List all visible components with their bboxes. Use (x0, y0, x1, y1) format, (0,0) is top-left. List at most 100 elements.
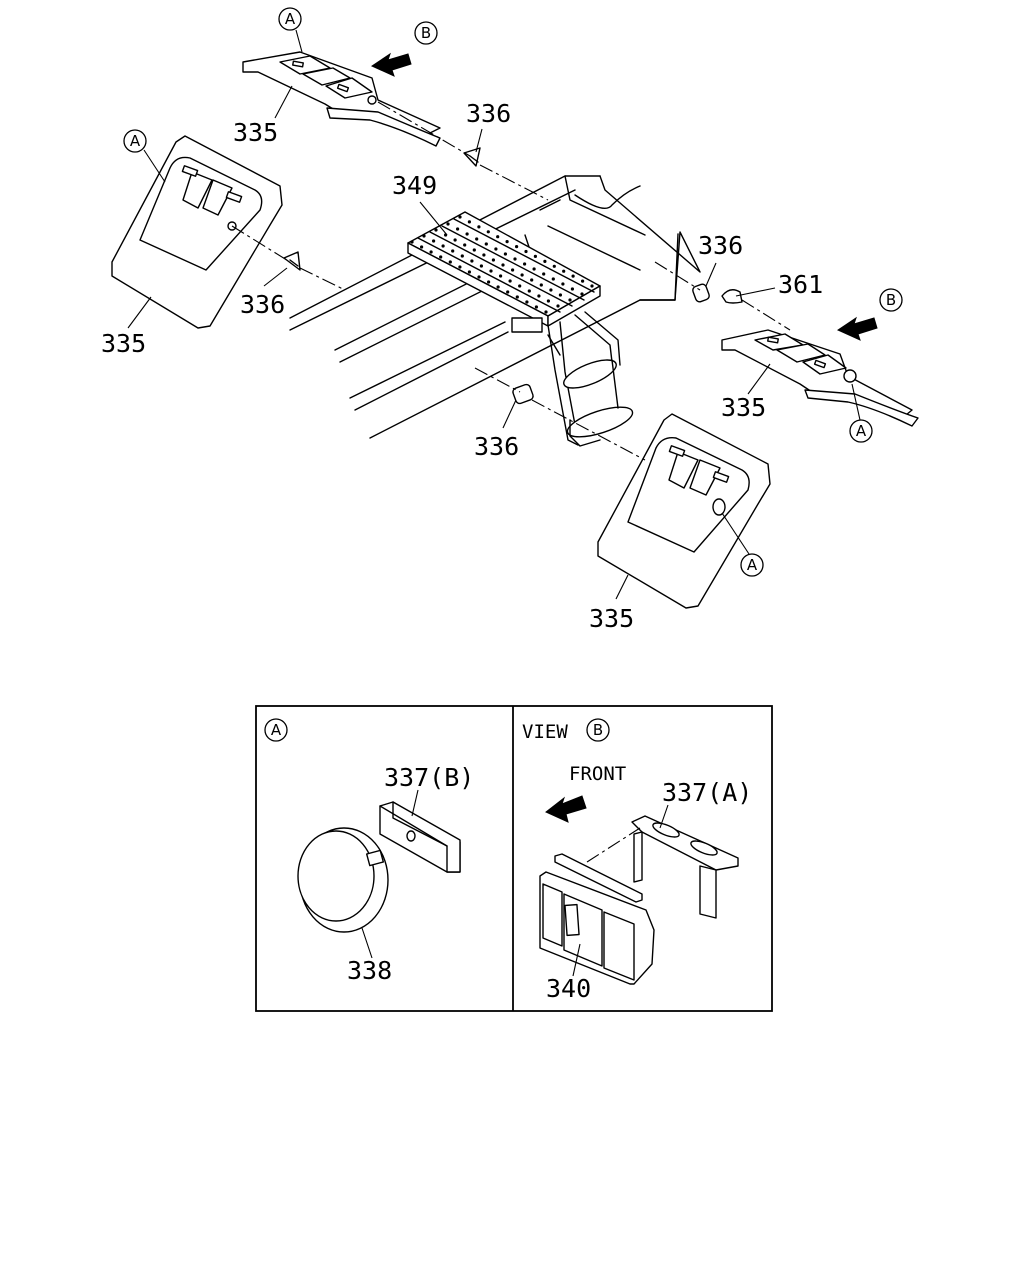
svg-text:A: A (130, 132, 141, 150)
step-perforation (420, 245, 424, 249)
step-perforation (506, 290, 510, 294)
step-perforation (463, 243, 467, 247)
step-perforation (432, 239, 436, 243)
label-336-bottom: 336 (474, 432, 519, 461)
step-perforation (581, 279, 585, 283)
step-perforation (487, 280, 491, 284)
lamp-340 (539, 853, 655, 985)
step-perforation (501, 263, 505, 267)
step-perforation (571, 274, 575, 278)
step-perforation (562, 269, 566, 273)
step-perforation (470, 259, 474, 263)
step-perforation (496, 285, 500, 289)
label-336-top: 336 (466, 99, 511, 128)
step-perforation (441, 244, 445, 248)
step-perforation (520, 273, 524, 277)
step-perforation (499, 274, 503, 278)
step-perforation (590, 284, 594, 288)
svg-text:B: B (421, 24, 431, 42)
step-perforation (523, 262, 527, 266)
step-assembly (407, 211, 634, 447)
step-perforation (494, 247, 498, 251)
step-perforation (532, 267, 536, 271)
label-336-right: 336 (698, 231, 743, 260)
callout-a-top: A (278, 7, 302, 31)
step-perforation (570, 287, 575, 291)
mudflap-left (111, 135, 283, 329)
step-perforation (537, 294, 541, 298)
step-perforation (515, 245, 519, 249)
step-perforation (525, 300, 529, 304)
step-perforation (434, 228, 438, 232)
svg-text:A: A (285, 10, 296, 28)
step-perforation (543, 259, 547, 263)
front-arrow (545, 795, 587, 823)
label-335-right-mudflap: 335 (589, 604, 634, 633)
leader-lines (127, 29, 861, 600)
svg-text:B: B (886, 291, 896, 309)
step-perforation (558, 293, 563, 297)
callout-a-left: A (123, 129, 147, 153)
step-perforation (467, 270, 471, 274)
mudguard-bracket-upper-left (242, 51, 441, 147)
step-perforation (489, 269, 493, 273)
label-335-upper-left: 335 (233, 118, 278, 147)
label-349: 349 (392, 171, 437, 200)
step-perforation (486, 230, 490, 234)
step-perforation (491, 258, 495, 262)
step-perforation (546, 299, 551, 303)
step-perforation (479, 264, 483, 268)
label-338: 338 (347, 956, 392, 985)
mudflap-right (597, 413, 771, 609)
front-label: FRONT (569, 763, 626, 785)
step-perforation (515, 295, 519, 299)
assembly-lines (231, 101, 791, 461)
step-perforation (465, 232, 469, 236)
step-perforation (460, 254, 464, 258)
step-perforation (410, 240, 414, 244)
step-perforation (527, 289, 531, 293)
clip-336-top (463, 147, 481, 167)
step-perforation (472, 248, 476, 252)
mudguard-bracket-upper-right (721, 329, 919, 427)
step-perforation (458, 265, 462, 269)
bracket-337a (631, 815, 739, 919)
view-b-panel: VIEW B FRONT 337(A) 340 (522, 718, 752, 1003)
label-337a: 337(A) (662, 778, 752, 807)
bracket-337b (379, 801, 461, 873)
step-perforation (496, 235, 500, 239)
callout-a-right-bracket: A (849, 419, 873, 443)
step-perforation (453, 238, 457, 242)
chassis-frame (289, 175, 701, 439)
label-337b: 337(B) (384, 763, 474, 792)
step-perforation (505, 240, 509, 244)
clip-336-left (283, 251, 301, 271)
step-perforation (477, 225, 481, 229)
step-perforation (580, 292, 584, 296)
step-perforation (510, 268, 515, 272)
step-perforation (544, 310, 548, 314)
step-perforation (456, 227, 460, 231)
step-perforation (482, 253, 486, 257)
callout-b-top: B (414, 21, 438, 45)
step-perforation (484, 242, 488, 246)
callout-b-view: B (586, 718, 610, 742)
step-perforation (549, 288, 553, 292)
step-perforation (539, 283, 543, 287)
step-perforation (556, 304, 560, 308)
label-340: 340 (546, 974, 591, 1003)
callout-a-detail: A (264, 718, 288, 742)
callout-b-right: B (879, 288, 903, 312)
view-label: VIEW (522, 721, 568, 743)
reflector-338 (297, 827, 389, 933)
step-perforation (467, 220, 471, 224)
step-perforation (518, 284, 522, 288)
detail-a-panel: A 337(B) 338 (264, 718, 474, 985)
step-perforation (451, 249, 455, 253)
view-b-arrow-top (370, 52, 412, 77)
label-361: 361 (778, 270, 823, 299)
step-perforation (552, 264, 556, 268)
step-perforation (439, 255, 443, 259)
clip-336-right (692, 283, 710, 303)
step-perforation (530, 278, 534, 282)
